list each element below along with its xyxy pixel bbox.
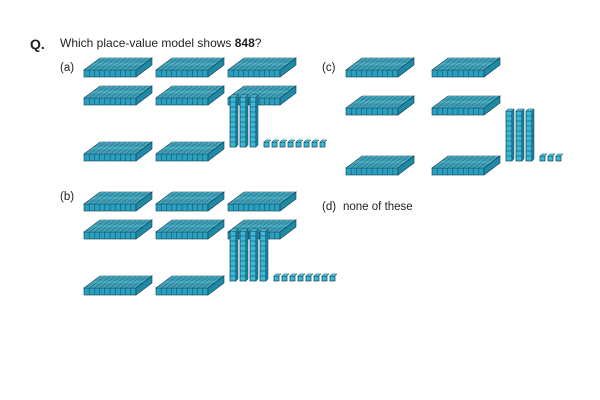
hundreds-flat (83, 85, 153, 106)
ones-cube (329, 273, 338, 282)
hundreds-flat (83, 141, 153, 162)
tens-rod (249, 228, 259, 282)
ones-cube (555, 153, 564, 162)
option-b-label: (b) (60, 191, 75, 203)
hundreds-flat (155, 57, 225, 78)
question-marker: Q. (30, 36, 45, 52)
option-a[interactable] (83, 56, 328, 176)
tens-rod (525, 108, 535, 162)
option-c[interactable] (345, 56, 586, 191)
option-b[interactable] (83, 190, 338, 305)
hundreds-flat (345, 57, 415, 78)
ones-cube (547, 153, 556, 162)
tens-rod (249, 94, 259, 148)
hundreds-flat (155, 219, 225, 240)
ones-cube (289, 273, 298, 282)
question-prefix: Which place-value model shows (60, 36, 235, 50)
ones-cube (311, 139, 320, 148)
hundreds-flat (83, 219, 153, 240)
hundreds-flat (155, 141, 225, 162)
tens-rod (259, 228, 269, 282)
ones-cube (263, 139, 272, 148)
hundreds-flat (345, 95, 415, 116)
hundreds-flat (345, 155, 415, 176)
option-a-model (83, 57, 328, 162)
option-d-label: (d) (322, 201, 337, 213)
ones-cube (281, 273, 290, 282)
hundreds-flat (431, 57, 501, 78)
question-number: 848 (234, 36, 255, 50)
hundreds-flat (155, 191, 225, 212)
ones-cube (287, 139, 296, 148)
tens-rod (239, 94, 249, 148)
hundreds-flat (83, 191, 153, 212)
ones-cube (271, 139, 280, 148)
option-b-model (83, 191, 338, 296)
question-suffix: ? (254, 36, 262, 50)
ones-cube (297, 273, 306, 282)
hundreds-flat (83, 275, 153, 296)
option-c-model (345, 57, 564, 176)
hundreds-flat (227, 57, 297, 78)
option-d-text[interactable]: none of these (343, 201, 413, 213)
tens-rod (229, 94, 239, 148)
option-c-label: (c) (322, 62, 336, 74)
tens-rod (505, 108, 515, 162)
ones-cube (539, 153, 548, 162)
option-a-label: (a) (60, 62, 75, 74)
hundreds-flat (431, 155, 501, 176)
ones-cube (273, 273, 282, 282)
hundreds-flat (155, 85, 225, 106)
hundreds-flat (431, 95, 501, 116)
question-text: Which place-value model shows 848? (60, 36, 261, 50)
ones-cube (303, 139, 312, 148)
tens-rod (515, 108, 525, 162)
ones-cube (295, 139, 304, 148)
ones-cube (313, 273, 322, 282)
hundreds-flat (227, 191, 297, 212)
ones-cube (319, 139, 328, 148)
hundreds-flat (83, 57, 153, 78)
ones-cube (305, 273, 314, 282)
tens-rod (239, 228, 249, 282)
hundreds-flat (155, 275, 225, 296)
tens-rod (229, 228, 239, 282)
ones-cube (279, 139, 288, 148)
ones-cube (321, 273, 330, 282)
